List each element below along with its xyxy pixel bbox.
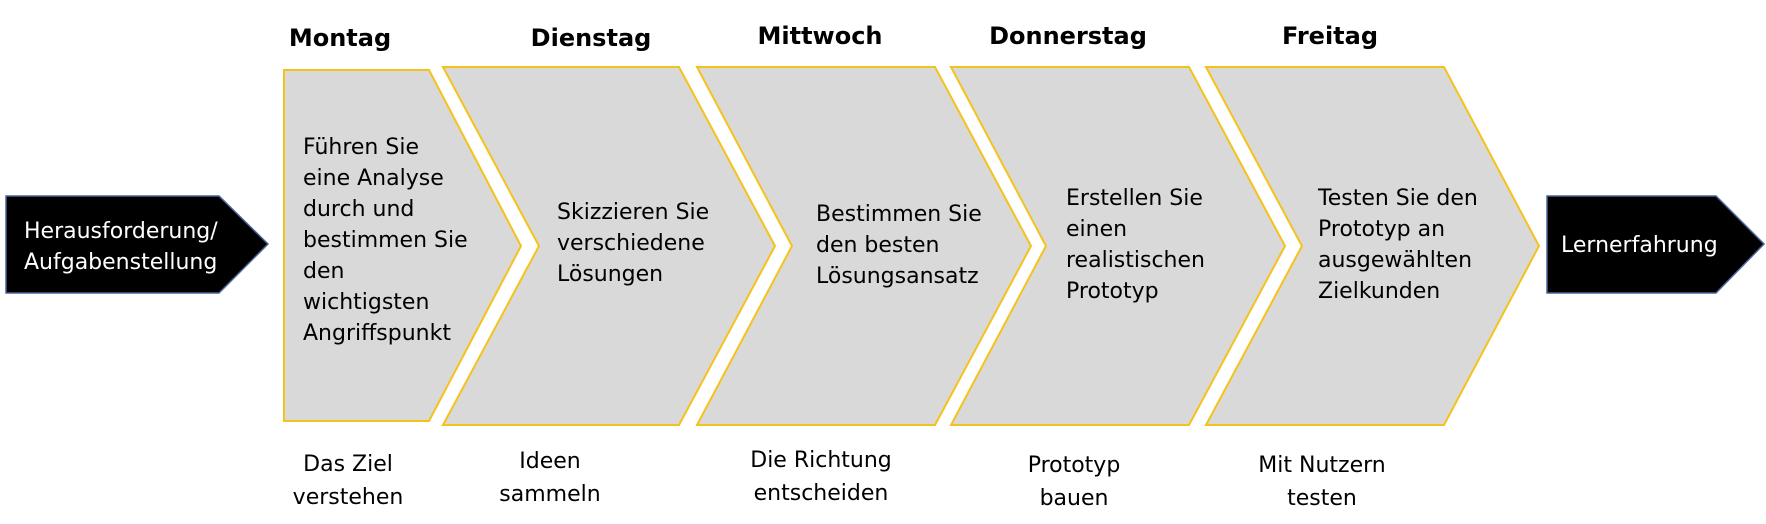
step-3-line: den besten bbox=[816, 233, 940, 258]
step-5-caption: Mit Nutzern testen bbox=[1232, 449, 1412, 515]
step-5-description: Testen Sie den Prototyp an ausgewählten … bbox=[1318, 183, 1478, 307]
step-2-line: Lösungen bbox=[557, 262, 664, 287]
step-5-shape bbox=[1204, 66, 1541, 426]
step-3-caption-line: entscheiden bbox=[753, 481, 889, 506]
step-3-line: Bestimmen Sie bbox=[816, 202, 982, 227]
end-terminal-arrow bbox=[1546, 195, 1766, 294]
step-5-line: ausgewählten bbox=[1318, 248, 1473, 273]
step-5-caption-line: testen bbox=[1287, 486, 1357, 511]
start-terminal-line: Aufgabenstellung bbox=[24, 250, 218, 275]
step-2-description: Skizzieren Sie verschiedene Lösungen bbox=[557, 197, 709, 290]
step-3-shape bbox=[695, 66, 1033, 426]
step-4-line: einen bbox=[1066, 217, 1128, 242]
step-1-day-label: Montag bbox=[288, 24, 392, 52]
step-4-caption: Prototyp bauen bbox=[994, 449, 1154, 515]
step-4-description: Erstellen Sie einen realistischen Protot… bbox=[1066, 183, 1205, 307]
step-1-caption-line: verstehen bbox=[292, 485, 404, 510]
step-3-line: Lösungsansatz bbox=[816, 264, 979, 289]
step-1-caption-line: Das Ziel bbox=[303, 452, 393, 477]
step-1-line: den bbox=[303, 259, 345, 284]
step-5-line: Prototyp an bbox=[1318, 217, 1446, 242]
step-4-day-label: Donnerstag bbox=[989, 22, 1147, 50]
start-terminal-arrow bbox=[5, 195, 270, 294]
step-1-line: Führen Sie bbox=[303, 135, 419, 160]
step-5-caption-line: Mit Nutzern bbox=[1258, 453, 1386, 478]
step-4-caption-line: bauen bbox=[1039, 486, 1109, 511]
step-1-line: Angriffspunkt bbox=[303, 321, 451, 346]
step-3-day-label: Mittwoch bbox=[757, 22, 883, 50]
step-1-caption: Das Ziel verstehen bbox=[268, 448, 428, 514]
step-2-line: verschiedene bbox=[557, 231, 705, 256]
start-terminal-label: Herausforderung/ Aufgabenstellung bbox=[24, 216, 218, 278]
step-1-description: Führen Sie eine Analyse durch und bestim… bbox=[303, 132, 468, 349]
step-4-line: realistischen bbox=[1066, 248, 1205, 273]
step-1-line: wichtigsten bbox=[303, 290, 430, 315]
step-5-line: Zielkunden bbox=[1318, 279, 1441, 304]
end-terminal-line: Lernerfahrung bbox=[1561, 233, 1718, 258]
step-1-shape bbox=[283, 69, 523, 422]
step-2-day-label: Dienstag bbox=[530, 24, 652, 52]
step-2-caption: Ideen sammeln bbox=[470, 445, 630, 511]
step-1-line: eine Analyse bbox=[303, 166, 444, 191]
step-4-shape bbox=[949, 66, 1287, 426]
step-3-caption: Die Richtung entscheiden bbox=[726, 444, 916, 510]
step-4-line: Prototyp bbox=[1066, 279, 1159, 304]
step-1-line: durch und bbox=[303, 197, 415, 222]
step-3-description: Bestimmen Sie den besten Lösungsansatz bbox=[816, 199, 982, 292]
step-2-caption-line: sammeln bbox=[499, 482, 601, 507]
step-2-caption-line: Ideen bbox=[519, 449, 581, 474]
step-4-line: Erstellen Sie bbox=[1066, 186, 1203, 211]
start-terminal-line: Herausforderung/ bbox=[24, 219, 218, 244]
step-2-line: Skizzieren Sie bbox=[557, 200, 710, 225]
step-2-shape bbox=[441, 66, 777, 426]
step-3-caption-line: Die Richtung bbox=[750, 448, 892, 473]
step-1-line: bestimmen Sie bbox=[303, 228, 468, 253]
step-5-day-label: Freitag bbox=[1281, 22, 1379, 50]
end-terminal-label: Lernerfahrung bbox=[1561, 230, 1718, 261]
step-4-caption-line: Prototyp bbox=[1027, 453, 1121, 478]
step-5-line: Testen Sie den bbox=[1318, 186, 1478, 211]
